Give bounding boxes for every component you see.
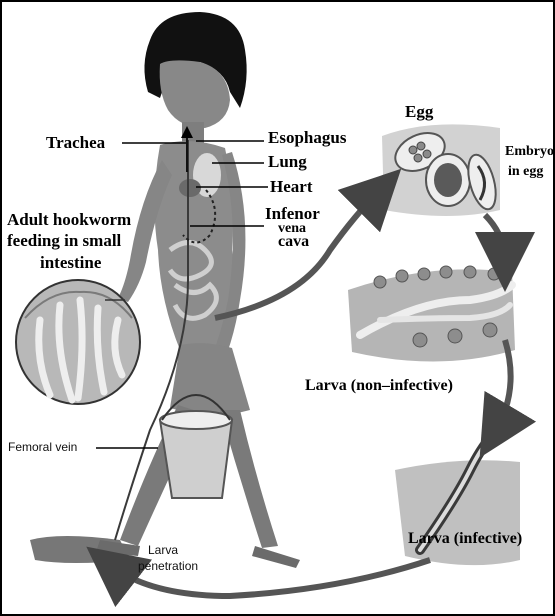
label-larva-penetration-2: penetration: [138, 560, 198, 572]
heart-organ: [179, 179, 201, 197]
label-larva-non-infective: Larva (non–infective): [305, 378, 453, 394]
label-femoral-vein: Femoral vein: [8, 441, 77, 453]
label-embryo-1: Embryo: [505, 145, 554, 159]
label-larva-penetration-1: Larva: [148, 544, 178, 556]
arrow-egg-to-larva: [485, 215, 505, 262]
label-vena-cava-1: Infenor: [265, 205, 320, 222]
magnified-intestine-circle: [16, 280, 140, 404]
label-lung: Lung: [268, 153, 307, 170]
egg-panel: [382, 124, 501, 216]
non-infective-larva-panel: [348, 266, 515, 362]
label-embryo-2: in egg: [508, 165, 543, 179]
label-esophagus: Esophagus: [268, 129, 346, 146]
label-adult-hookworm-2: feeding in small: [7, 232, 121, 249]
label-egg: Egg: [405, 103, 433, 120]
label-larva-infective: Larva (infective): [408, 531, 522, 547]
label-vena-cava-3: cava: [278, 234, 309, 250]
front-foot: [252, 546, 300, 568]
label-adult-hookworm-1: Adult hookworm: [7, 211, 131, 228]
label-adult-hookworm-3: intestine: [40, 254, 101, 271]
skirt: [170, 343, 250, 414]
label-trachea: Trachea: [46, 134, 105, 151]
label-heart: Heart: [270, 178, 312, 195]
